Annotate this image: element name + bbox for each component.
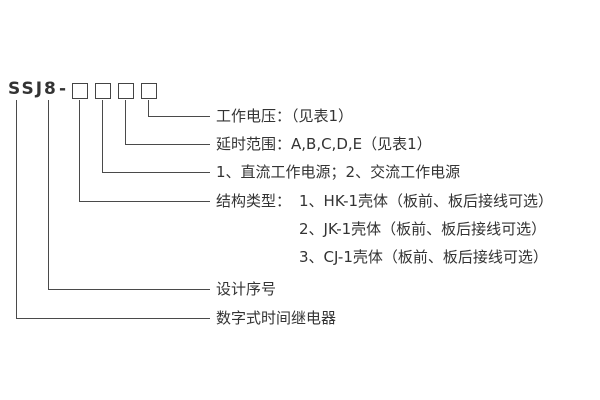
code-box-voltage	[141, 83, 157, 99]
connector-line-serial-vertical	[48, 100, 49, 289]
connector-line-structure-vertical	[79, 100, 80, 201]
callout-power-type: 1、直流工作电源；2、交流工作电源	[216, 163, 461, 181]
connector-line-power-horizontal	[102, 172, 210, 173]
connector-line-serial-horizontal	[48, 289, 210, 290]
code-box-power	[95, 83, 111, 99]
callout-delay-range: 延时范围：A,B,C,D,E（见表1）	[216, 135, 432, 153]
model-separator: -	[59, 79, 69, 99]
connector-line-power-vertical	[102, 100, 103, 172]
connector-line-structure-horizontal	[79, 201, 210, 202]
connector-line-voltage-vertical	[148, 100, 149, 116]
structure-type-prefix: 结构类型：	[216, 192, 292, 210]
model-series: SSJ	[8, 79, 45, 99]
connector-line-product-vertical	[16, 100, 17, 318]
connector-line-voltage-horizontal	[148, 116, 210, 117]
callout-working-voltage: 工作电压：（见表1）	[216, 107, 354, 125]
code-box-delay	[118, 83, 134, 99]
callout-design-serial: 设计序号	[216, 280, 277, 298]
structure-type-option-3: 3、CJ-1壳体（板前、板后接线可选）	[299, 248, 548, 266]
callout-structure-type: 结构类型： 1、HK-1壳体（板前、板后接线可选）	[216, 190, 553, 212]
structure-type-option-1: 1、HK-1壳体（板前、板后接线可选）	[299, 192, 554, 210]
connector-line-delay-vertical	[125, 100, 126, 144]
connector-line-product-horizontal	[16, 318, 210, 319]
structure-type-option-2: 2、JK-1壳体（板前、板后接线可选）	[299, 220, 547, 238]
callout-product-name: 数字式时间继电器	[216, 309, 337, 327]
model-design-number: 8	[44, 79, 58, 99]
connector-line-delay-horizontal	[125, 144, 210, 145]
code-box-structure	[72, 83, 88, 99]
